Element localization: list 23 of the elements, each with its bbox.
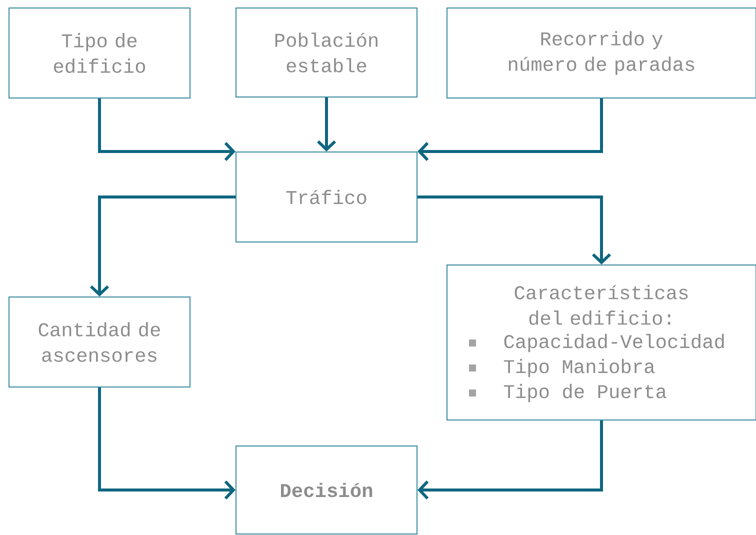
node-label: Tipo de edificio xyxy=(54,33,146,73)
node-label: Capacidad-Velocidad xyxy=(504,334,724,352)
arrow xyxy=(418,98,603,162)
node-label: Cantidad de ascensores xyxy=(38,322,160,362)
arrow xyxy=(316,98,336,152)
node-label: Tráfico xyxy=(286,190,366,204)
node-label: Recorrido y número de paradas xyxy=(508,31,694,75)
arrow xyxy=(98,388,236,500)
node-label: Población estable xyxy=(275,32,378,72)
process-box xyxy=(8,8,190,98)
process-box xyxy=(236,8,418,98)
arrow xyxy=(418,420,603,500)
arrow xyxy=(418,196,612,264)
process-box xyxy=(446,8,756,98)
node-label: Tipo Maniobra xyxy=(504,358,655,378)
node-label: Decisión xyxy=(280,482,372,498)
process-box xyxy=(8,296,190,388)
node-label: Tipo de Puerta xyxy=(504,384,666,402)
arrow xyxy=(98,98,236,162)
process-box xyxy=(236,152,418,242)
process-box xyxy=(236,446,418,534)
node-label: Características del edificio: xyxy=(514,285,688,325)
arrow xyxy=(90,196,236,296)
